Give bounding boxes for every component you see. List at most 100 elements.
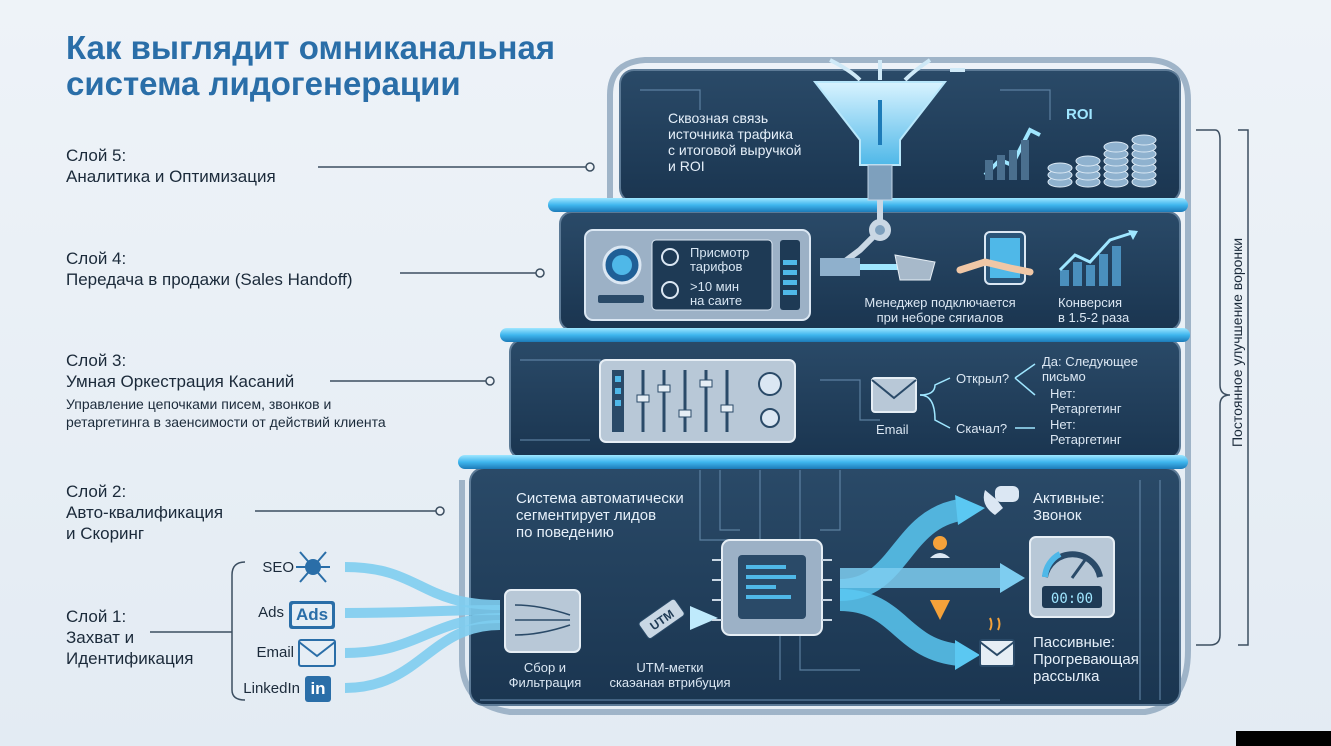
seo-network-icon xyxy=(296,551,330,583)
conversion-chart-icon xyxy=(1058,230,1138,286)
warm-up-arrow-icon xyxy=(930,600,950,620)
input-streams xyxy=(344,562,501,693)
ads-badge-icon: Ads xyxy=(295,605,329,624)
collect-line-2: Фильтрация xyxy=(508,675,582,690)
layer-1-label: Слой 1: Захват и Идентификация xyxy=(66,606,193,669)
collect-filter-text: Сбор и Фильтрация xyxy=(500,660,590,690)
operator-icon xyxy=(930,536,950,558)
collect-line-1: Сбор и xyxy=(523,660,567,675)
orchestration-mixer-icon xyxy=(599,359,796,443)
layer5-line-3: с итоговой выручкой xyxy=(668,142,802,158)
signal-pricing-line-1: Присмотр xyxy=(690,245,750,260)
no1-line-1: Нет: xyxy=(1050,386,1076,401)
active-leads-text: Активные: Звонок xyxy=(1033,490,1105,524)
filter-box-icon xyxy=(504,589,581,653)
signal-dashboard-icon xyxy=(584,229,811,321)
timer-display: 00:00 xyxy=(1050,591,1094,607)
no-retargeting-2: Нет: Ретаргетинг xyxy=(1050,417,1122,447)
auto-segment-line-1: Система автоматически xyxy=(516,490,684,507)
no-retargeting-1: Нет: Ретаргетинг xyxy=(1050,386,1122,416)
page-title: Как выглядит омниканальная система лидог… xyxy=(66,30,626,102)
handshake-icon xyxy=(894,254,936,281)
passive-line-3: рассылка xyxy=(1033,668,1100,685)
auto-segment-line-2: сегментирует лидов xyxy=(516,507,657,524)
email-channel-label: Email xyxy=(876,422,909,437)
layer-1-name-line-1: Захват и xyxy=(66,628,135,647)
no1-line-2: Ретаргетинг xyxy=(1050,401,1122,416)
yes-next-letter: Да: Следующее письмо xyxy=(1042,354,1138,384)
linkedin-icon: in xyxy=(310,679,326,698)
yes-line-1: Да: Следующее xyxy=(1042,354,1139,369)
conversion-line-2: в 1.5-2 раза xyxy=(1058,310,1130,325)
layer-4-heading: Слой 4: xyxy=(66,249,127,268)
signal-time-line-2: на саите xyxy=(690,293,743,308)
manager-connects-text: Менеджер подключается при неборе сягиало… xyxy=(840,295,1040,325)
passive-leads-text: Пассивные: Прогревающая рассылка xyxy=(1033,634,1139,685)
processor-chip-icon xyxy=(712,539,832,636)
downloaded-question: Скачал? xyxy=(956,421,1008,436)
conversion-line-1: Конверсия xyxy=(1058,295,1123,310)
signal-pricing: Присмотр тарифов xyxy=(690,246,749,274)
connector-lines xyxy=(150,166,590,633)
passive-line-1: Пассивные: xyxy=(1033,634,1116,651)
layer-4-name: Передача в продажи (Sales Handoff) xyxy=(66,270,353,289)
active-line-1: Активные: xyxy=(1033,490,1105,507)
layer-2-label: Слой 2: Авто-квалификация и Скоринг xyxy=(66,481,223,544)
layer-3-label: Слой 3: Умная Оркестрация Касаний xyxy=(66,350,294,392)
no2-line-1: Нет: xyxy=(1050,417,1076,432)
source-ads-label: Ads xyxy=(258,604,284,621)
layer-3-heading: Слой 3: xyxy=(66,351,127,370)
layer-2-name-line-1: Авто-квалификация xyxy=(66,503,224,522)
signal-time-line-1: >10 мин xyxy=(690,279,740,294)
source-email-label: Email xyxy=(256,644,294,661)
utm-tag-icon xyxy=(638,598,685,639)
title-line-2: система лидогенерации xyxy=(66,65,461,102)
manager-line-2: при неборе сягиалов xyxy=(876,310,1004,325)
layer-3-description-line-1: Управление цепочками писем, звонков и xyxy=(66,396,332,412)
source-seo-label: SEO xyxy=(262,559,294,576)
utm-line-1: UTM-метки xyxy=(636,660,704,675)
mail-envelope-icon xyxy=(979,617,1015,667)
passive-line-2: Прогревающая xyxy=(1033,651,1139,668)
roi-chart-icon xyxy=(983,127,1041,180)
branching-lines xyxy=(919,363,1036,429)
layer-5-name: Аналитика и Оптимизация xyxy=(66,167,276,186)
tablet-icon xyxy=(956,231,1034,285)
layer-3-description-line-2: ретаргетинга в заенсимости от действий к… xyxy=(66,414,386,430)
utm-text: UTM-метки скаэаная втрибуция xyxy=(590,660,750,690)
corner-block xyxy=(1236,731,1331,746)
layer-3-description: Управление цепочками писем, звонков и ре… xyxy=(66,395,386,431)
layer5-line-1: Сквозная связь xyxy=(668,110,769,126)
layer5-line-2: источника трафика xyxy=(668,126,794,142)
roi-label: ROI xyxy=(1066,106,1093,123)
coins-stack-icon xyxy=(1047,134,1157,188)
opened-question: Открыл? xyxy=(956,371,1010,386)
layer-2-name-line-2: и Скоринг xyxy=(66,524,145,543)
layer5-line-4: и ROI xyxy=(668,158,705,174)
active-line-2: Звонок xyxy=(1033,507,1082,524)
layer-1-heading: Слой 1: xyxy=(66,607,127,626)
layer-4-label: Слой 4: Передача в продажи (Sales Handof… xyxy=(66,248,353,290)
layer-3-name: Умная Оркестрация Касаний xyxy=(66,372,295,391)
auto-segment-text: Система автоматически сегментирует лидов… xyxy=(516,490,684,541)
manager-line-1: Менеджер подключается xyxy=(864,295,1016,310)
utm-line-2: скаэаная втрибуция xyxy=(609,675,731,690)
layer5-description: Сквозная связь источника трафика с итого… xyxy=(668,110,801,174)
linkedin-badge-bg xyxy=(305,676,331,702)
layer-2-heading: Слой 2: xyxy=(66,482,127,501)
signal-time: >10 мин на саите xyxy=(690,280,742,308)
no2-line-2: Ретаргетинг xyxy=(1050,432,1122,447)
continuous-improvement-label: Постоянное улучшение воронки xyxy=(1229,237,1245,448)
funnel-icon xyxy=(812,58,965,201)
robot-arm-icon xyxy=(838,200,891,268)
source-envelope-icon xyxy=(298,639,336,667)
auto-segment-line-3: по поведению xyxy=(516,524,614,541)
yes-line-2: письмо xyxy=(1042,369,1086,384)
email-envelope-icon xyxy=(871,377,917,413)
layer-1-name-line-2: Идентификация xyxy=(66,649,194,668)
speedometer-icon xyxy=(1029,536,1115,618)
layer-5-heading: Слой 5: xyxy=(66,146,127,165)
source-linkedin-label: LinkedIn xyxy=(243,680,300,697)
title-line-1: Как выглядит омниканальная xyxy=(66,29,556,66)
